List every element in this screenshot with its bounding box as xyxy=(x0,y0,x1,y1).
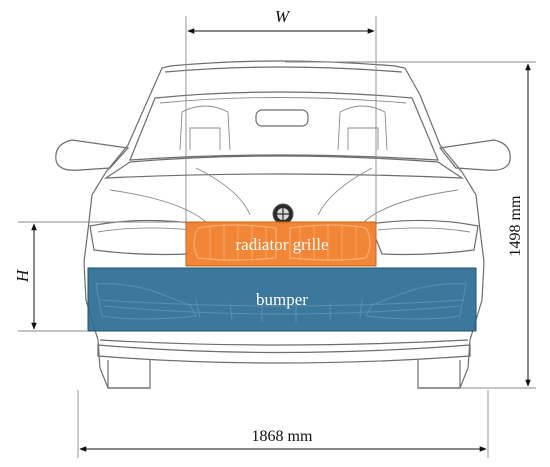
total-width-dimension: 1868 mm xyxy=(77,390,489,458)
height-label: H xyxy=(13,268,32,283)
grille-label: radiator grille xyxy=(236,235,329,254)
total-width-label: 1868 mm xyxy=(252,428,313,445)
bumper-region: bumper xyxy=(87,267,477,332)
width-dimension: W xyxy=(185,7,377,222)
grille-overlay xyxy=(185,221,377,267)
total-height-dimension: 1498 mm xyxy=(285,61,536,389)
bumper-overlay xyxy=(87,267,477,332)
grille-region: radiator grille xyxy=(185,221,377,267)
total-height-label: 1498 mm xyxy=(507,195,524,256)
bumper-label: bumper xyxy=(256,290,308,309)
width-label: W xyxy=(275,7,291,26)
height-dimension: H xyxy=(13,221,186,332)
